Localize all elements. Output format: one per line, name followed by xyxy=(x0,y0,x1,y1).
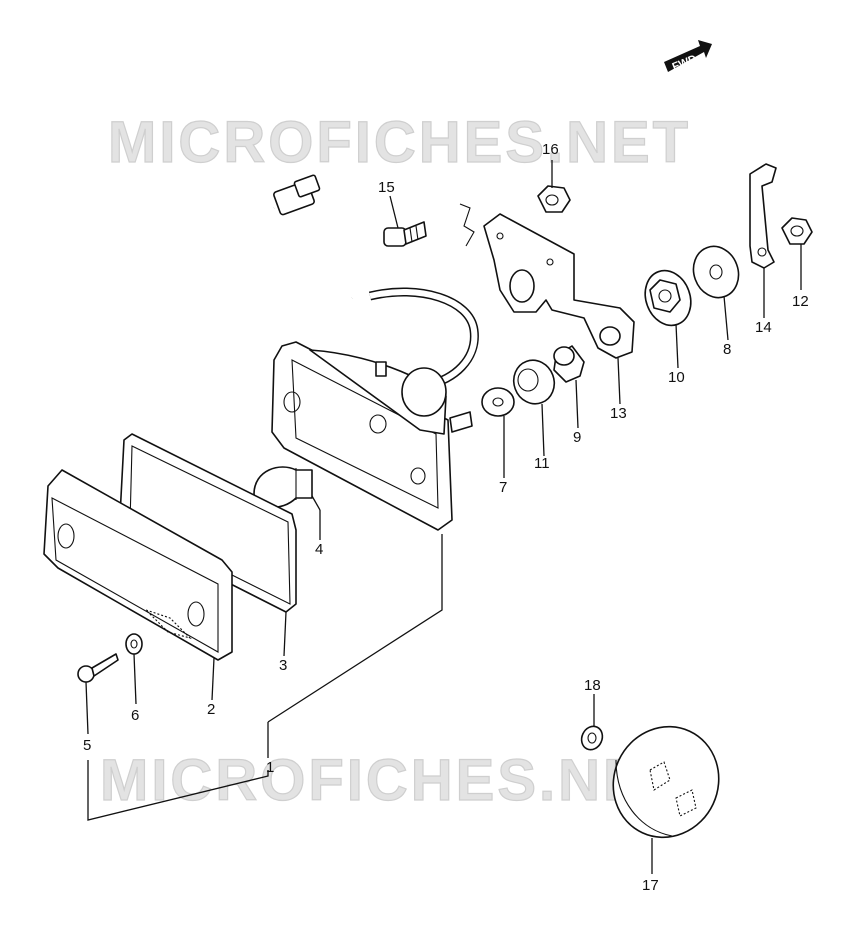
wire-harness xyxy=(250,174,479,389)
washer-8 xyxy=(692,245,740,299)
callout-5: 5 xyxy=(83,737,91,754)
strap-14 xyxy=(749,163,777,269)
callout-15: 15 xyxy=(378,179,395,196)
rubber-11 xyxy=(512,359,556,405)
callout-10: 10 xyxy=(668,369,685,386)
bolt-15 xyxy=(383,221,427,247)
washer-18 xyxy=(580,725,604,751)
bracket-13 xyxy=(459,203,635,359)
callout-13: 13 xyxy=(610,405,627,422)
callout-1: 1 xyxy=(266,759,274,776)
fwd-arrow-icon: FWD xyxy=(664,40,712,73)
callout-18: 18 xyxy=(584,677,601,694)
callout-16: 16 xyxy=(542,141,559,158)
washer-6 xyxy=(125,633,143,655)
nut-12 xyxy=(781,217,813,245)
fwd-label: FWD xyxy=(671,53,699,74)
callout-14: 14 xyxy=(755,319,772,336)
callout-12: 12 xyxy=(792,293,809,310)
collar-9 xyxy=(553,345,585,383)
callout-7: 7 xyxy=(499,479,507,496)
watermark-top: MICROFICHES.NET xyxy=(108,110,691,175)
watermark-bottom: MICROFICHES.NET xyxy=(100,748,683,813)
callout-11: 11 xyxy=(534,455,550,472)
callout-17: 17 xyxy=(642,877,659,894)
lamp-housing xyxy=(271,341,473,531)
callout-numbers: 1 2 3 4 5 6 7 8 9 10 11 12 13 14 15 16 1… xyxy=(83,141,809,894)
screw-5 xyxy=(77,653,119,683)
callout-4: 4 xyxy=(315,541,323,558)
washer-7 xyxy=(481,387,515,417)
callout-8: 8 xyxy=(723,341,731,358)
callout-9: 9 xyxy=(573,429,581,446)
leader-lines xyxy=(85,160,802,874)
nut-16 xyxy=(537,185,571,213)
callout-2: 2 xyxy=(207,701,215,718)
callout-3: 3 xyxy=(279,657,287,674)
reflector-17 xyxy=(612,725,720,839)
lens-2 xyxy=(43,469,233,661)
callout-6: 6 xyxy=(131,707,139,724)
grommet-10 xyxy=(644,269,692,327)
